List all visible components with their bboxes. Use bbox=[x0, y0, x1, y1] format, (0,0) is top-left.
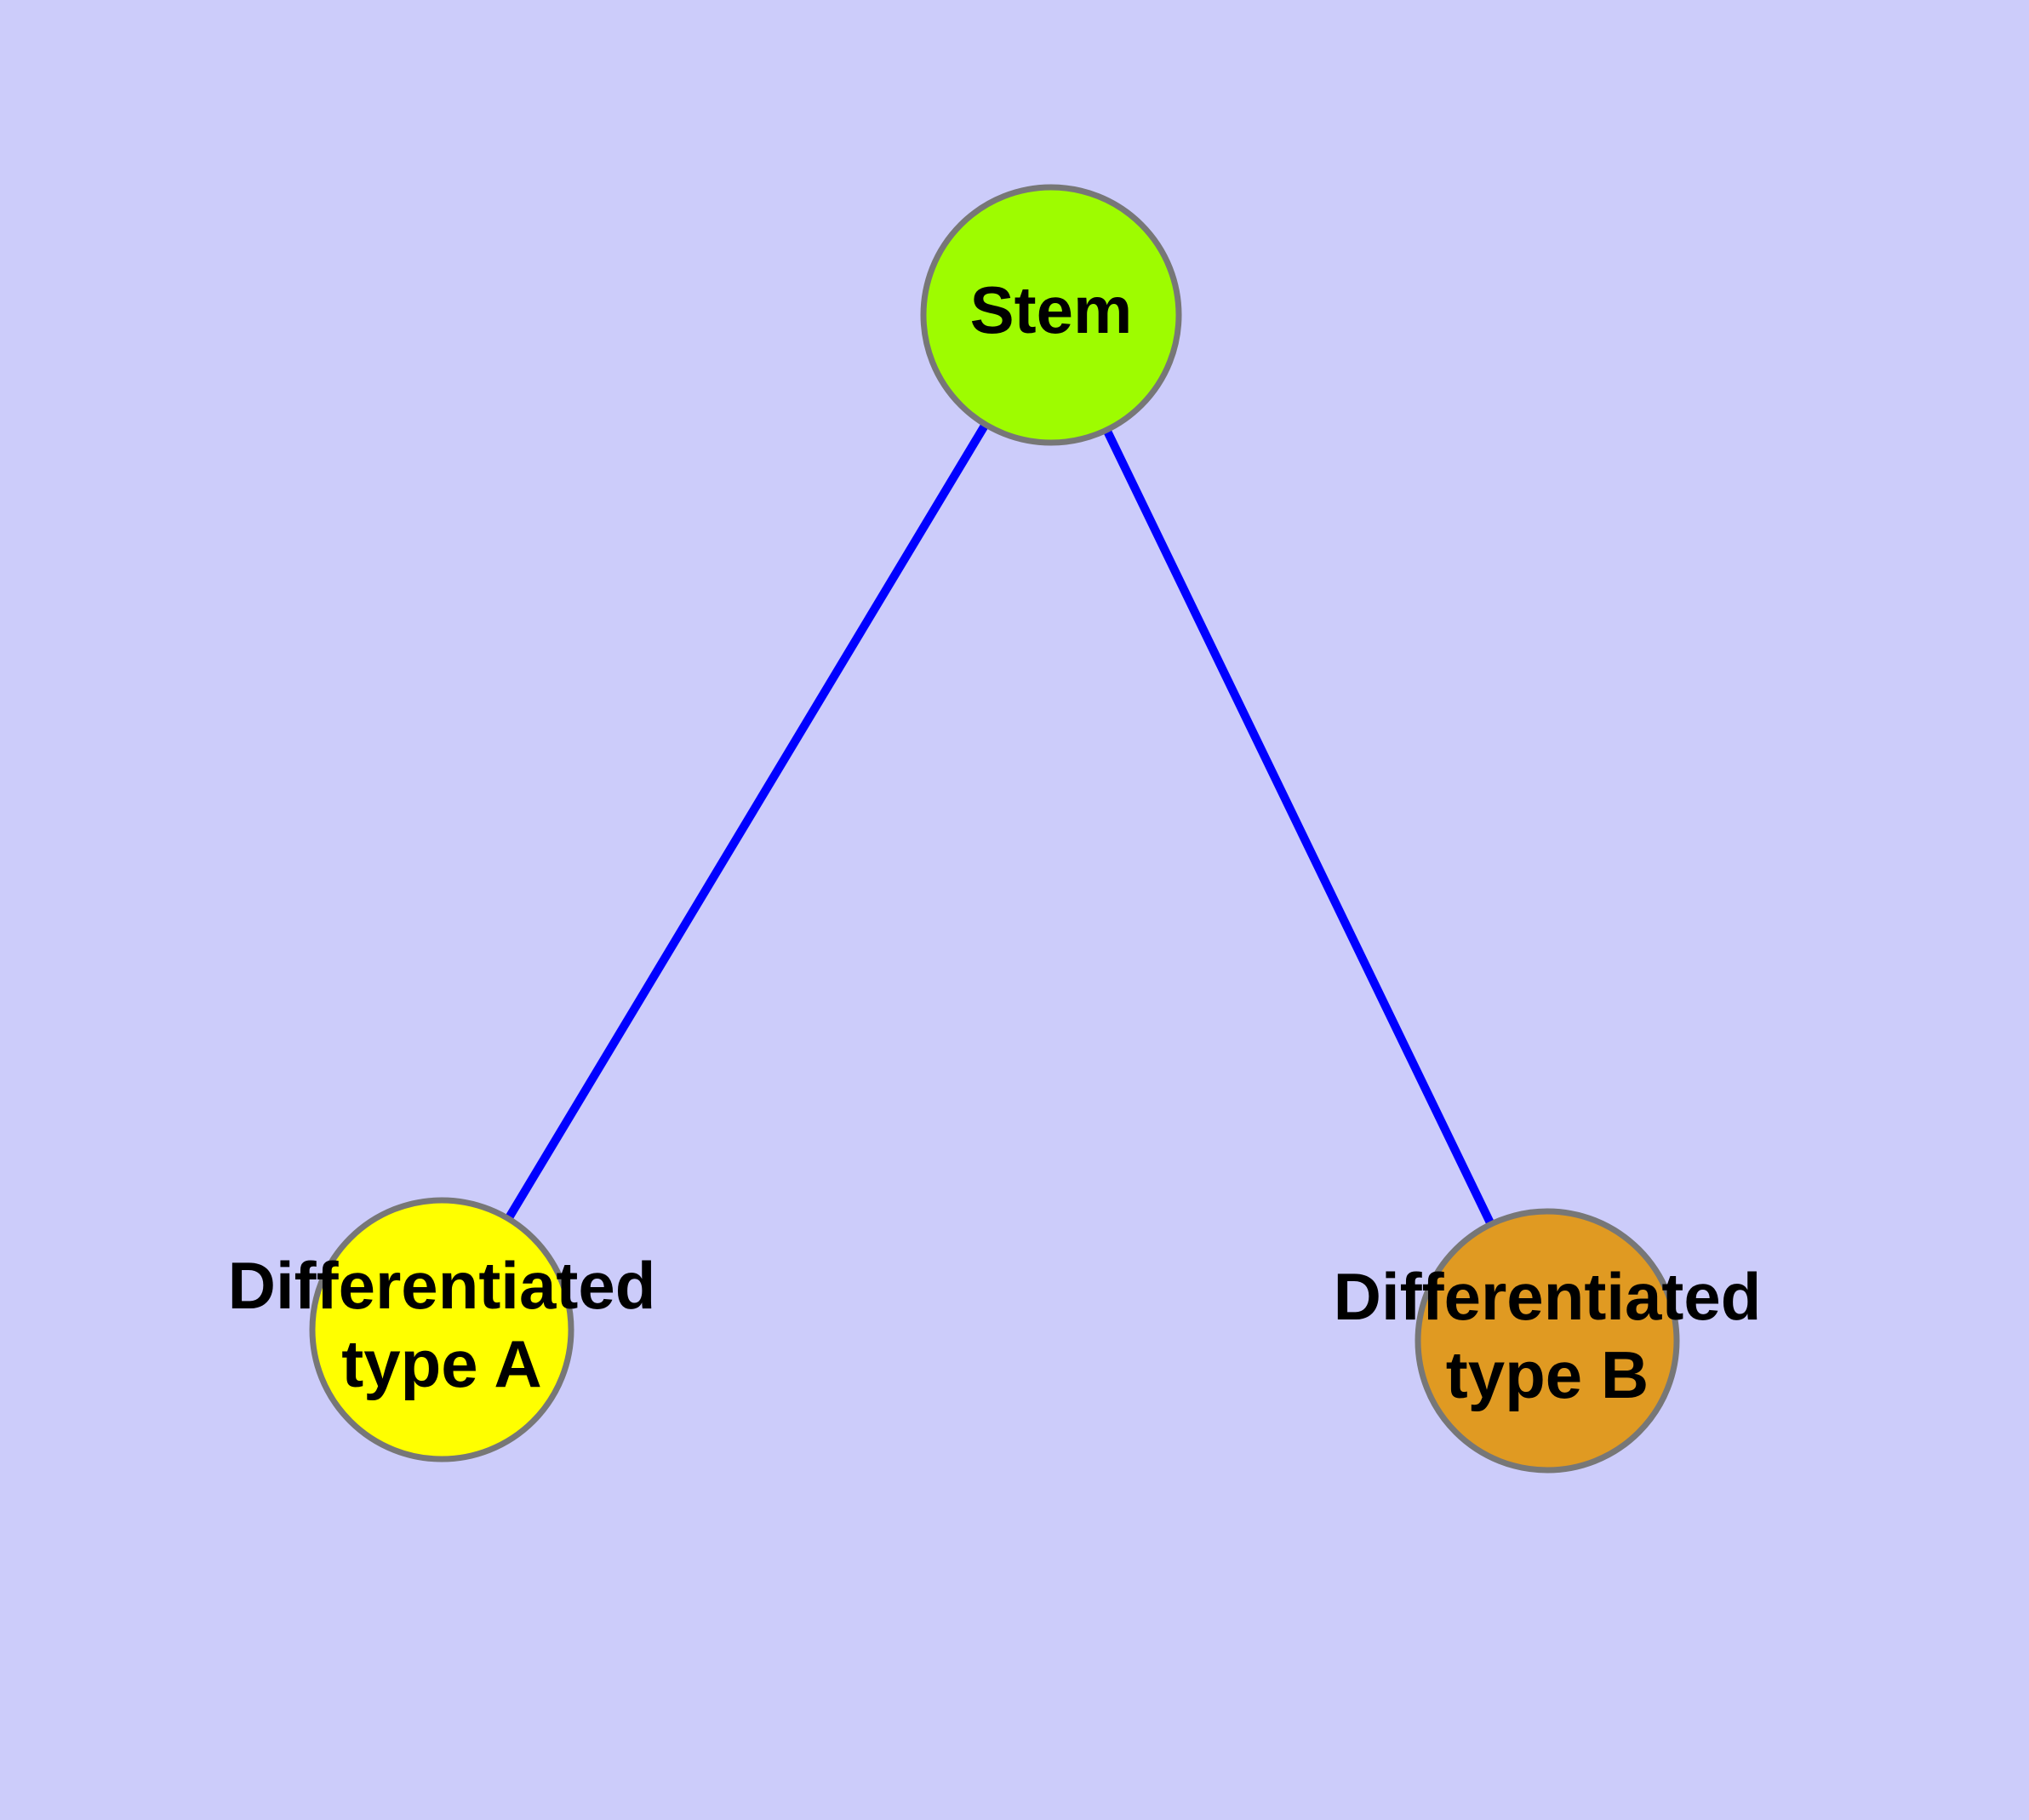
graph-node-stem[interactable]: Stem bbox=[920, 184, 1182, 446]
node-label-line: type B bbox=[1446, 1337, 1649, 1412]
node-label-line: Stem bbox=[970, 272, 1133, 347]
node-circle-diff-a[interactable] bbox=[309, 1197, 574, 1462]
node-circle-stem[interactable] bbox=[920, 184, 1182, 446]
graph-edge[interactable] bbox=[1047, 312, 1552, 1343]
edge-layer bbox=[437, 312, 1552, 1343]
node-label-line: Differentiated bbox=[1334, 1259, 1762, 1334]
node-label-line: Differentiated bbox=[228, 1248, 656, 1323]
node-circle-diff-b[interactable] bbox=[1415, 1208, 1680, 1474]
graph-edge[interactable] bbox=[437, 312, 1055, 1332]
node-label-stem: Stem bbox=[970, 272, 1133, 347]
node-label-line: type A bbox=[341, 1326, 542, 1401]
